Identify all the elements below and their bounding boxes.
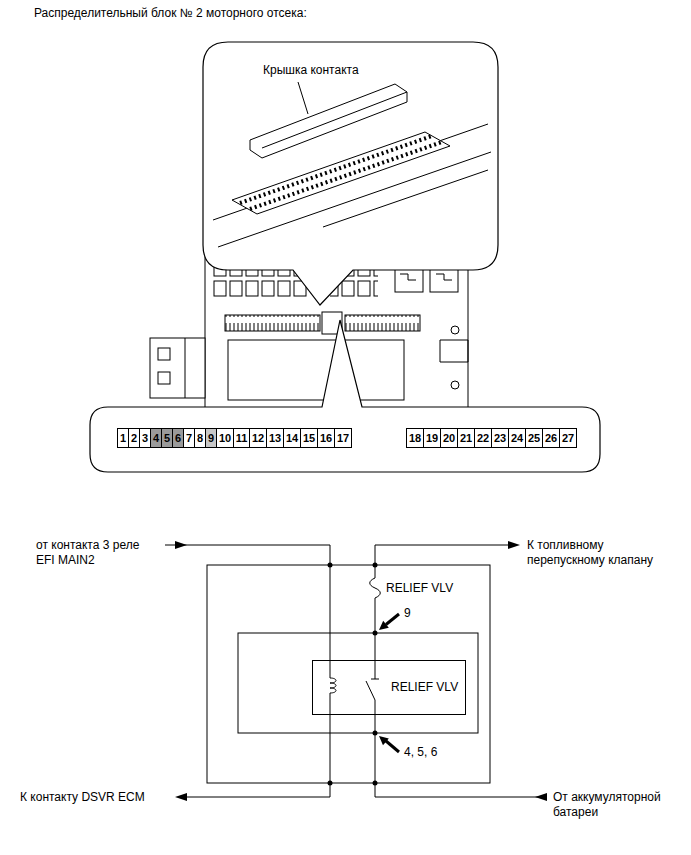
bracket-edge [185, 338, 186, 398]
wire [165, 545, 330, 546]
terminal-cell: 10 [216, 428, 234, 448]
relay-socket-outline [238, 633, 478, 733]
relay-coil [330, 678, 336, 693]
wire [375, 797, 547, 798]
terminal-cell: 17 [334, 428, 352, 448]
node-text: RELIEF VLV [391, 680, 458, 695]
mount-tab [440, 340, 468, 362]
wire [185, 797, 330, 798]
terminal-cell: 20 [440, 428, 458, 448]
pointer-arrow-shaft [386, 614, 399, 625]
terminal-cell: 19 [423, 428, 441, 448]
mount-hole [451, 326, 459, 334]
mount-hole [451, 381, 459, 389]
arrow-head [508, 541, 520, 549]
junction-dot [373, 731, 378, 736]
leader-line [298, 82, 308, 114]
fuse-name: RELIEF VLV [386, 581, 453, 596]
terminal-number: 9 [404, 606, 411, 621]
junction-dot [328, 563, 333, 568]
bracket-slot [158, 372, 170, 384]
block-lower [228, 340, 404, 400]
wire-destination: от контакта 3 реле EFI MAIN2 [36, 538, 158, 568]
arrow-head [175, 793, 187, 801]
relay-contact [371, 679, 379, 680]
relay-box: RELIEF VLV [312, 660, 466, 715]
terminal-cell: 23 [491, 428, 509, 448]
terminal-cell: 24 [508, 428, 526, 448]
terminal-cell: 22 [474, 428, 492, 448]
relay-switch-blade [366, 681, 375, 700]
arrow-head [535, 793, 547, 801]
node-text: Крышка контакта [263, 63, 359, 78]
connector-pins [345, 315, 420, 331]
wire [375, 545, 376, 578]
wire [375, 545, 508, 546]
wire-destination: От аккумуляторной батареи [553, 790, 681, 820]
terminal-cell: 16 [317, 428, 335, 448]
junction-block-outline [207, 565, 490, 783]
connector-row [345, 315, 420, 331]
connector-pins [225, 315, 320, 331]
terminal-cell: 21 [457, 428, 475, 448]
terminal-cell: 12 [249, 428, 267, 448]
wire-destination: К топливному перепускному клапану [527, 538, 677, 568]
fuse-symbol [370, 578, 381, 598]
wire [375, 598, 376, 679]
junction-dot [373, 563, 378, 568]
callout-shape [203, 42, 498, 305]
terminal-cell: 11 [233, 428, 250, 448]
callout-bubble: Крышка контакта [203, 42, 498, 270]
connector-row [225, 315, 320, 331]
junction-dot [373, 631, 378, 636]
terminal-callout [90, 320, 600, 472]
title-text: Распределительный блок № 2 моторного отс… [34, 6, 307, 21]
bracket-slot [158, 348, 170, 360]
contact-cover-edge [262, 92, 407, 148]
junction-dot [373, 781, 378, 786]
pointer-arrow-shaft [386, 741, 399, 752]
wire-destination: К контакту DSVR ECM [20, 790, 145, 805]
terminal-cell: 15 [300, 428, 318, 448]
terminal-cell: 26 [542, 428, 560, 448]
connector-pins [250, 142, 442, 209]
contact-cover [250, 84, 407, 158]
terminal-cell: 13 [266, 428, 284, 448]
terminal-cell: 14 [283, 428, 301, 448]
block-bracket [150, 338, 205, 398]
relay-pin [400, 274, 452, 280]
terminal-cell: 18 [406, 428, 424, 448]
junction-dot [328, 781, 333, 786]
terminal-number: 4, 5, 6 [404, 745, 437, 760]
terminal-cell: 25 [525, 428, 543, 448]
arrow-head [175, 541, 187, 549]
terminal-cell: 27 [559, 428, 577, 448]
